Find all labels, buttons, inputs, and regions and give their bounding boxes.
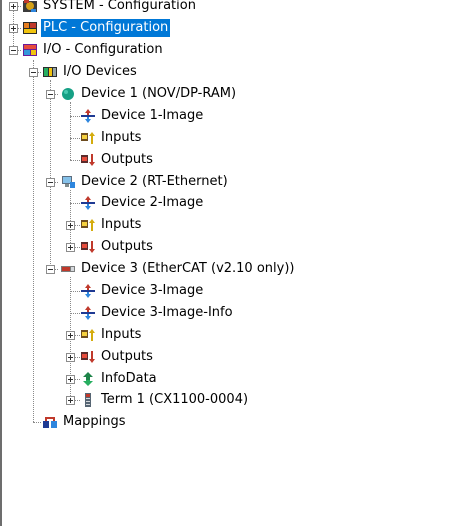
- tree-node-device2-outputs[interactable]: Outputs: [80, 238, 155, 256]
- collapse-toggle-device1[interactable]: [46, 90, 55, 99]
- tree-line: [70, 190, 71, 247]
- tree-node-device3[interactable]: Device 3 (EtherCAT (v2.10 only)): [60, 260, 296, 278]
- collapse-toggle-io-devices[interactable]: [29, 68, 38, 77]
- tree-node-label: Outputs: [101, 152, 153, 167]
- tree-node-label: Device 3 (EtherCAT (v2.10 only)): [81, 261, 295, 276]
- process-image-icon: [80, 283, 96, 299]
- tree-line: [70, 291, 80, 292]
- tree-node-device3-image-info[interactable]: Device 3-Image-Info: [80, 304, 235, 322]
- left-panel-border: [0, 0, 2, 526]
- tree-line: [70, 313, 80, 314]
- tree-node-device3-inputs[interactable]: Inputs: [80, 326, 143, 344]
- tree-node-plc[interactable]: PLC - Configuration: [22, 19, 171, 37]
- tree-node-device2-image[interactable]: Device 2-Image: [80, 194, 205, 212]
- tree-node-device1-inputs[interactable]: Inputs: [80, 129, 143, 147]
- tree-node-term1[interactable]: Term 1 (CX1100-0004): [80, 391, 250, 409]
- tree-line: [70, 160, 80, 161]
- tree-line: [74, 225, 80, 226]
- expand-toggle-plc[interactable]: [9, 24, 18, 33]
- tree-node-label: I/O - Configuration: [43, 42, 163, 57]
- tree-line: [50, 80, 51, 270]
- tree-node-mappings[interactable]: Mappings: [42, 413, 128, 431]
- tree-node-label: Device 3-Image: [101, 283, 204, 298]
- collapse-toggle-device3[interactable]: [46, 265, 55, 274]
- ethercat-device-icon: [60, 261, 76, 277]
- tree-node-label: PLC - Configuration: [41, 19, 171, 37]
- tree-node-label: Device 2 (RT-Ethernet): [81, 174, 228, 189]
- tree-line: [74, 247, 80, 248]
- expand-toggle-term1[interactable]: [66, 396, 75, 405]
- mappings-icon: [42, 414, 58, 430]
- outputs-icon: [80, 239, 96, 255]
- tree-node-device2-inputs[interactable]: Inputs: [80, 216, 143, 234]
- inputs-icon: [80, 327, 96, 343]
- io-config-icon: [22, 42, 38, 58]
- tree-node-label: SYSTEM - Configuration: [43, 0, 196, 13]
- tree-node-label: Device 2-Image: [101, 195, 204, 210]
- io-devices-icon: [42, 64, 58, 80]
- tree-node-label: Inputs: [101, 327, 142, 342]
- expand-toggle-device3-outputs[interactable]: [66, 353, 75, 362]
- tree-node-device3-image[interactable]: Device 3-Image: [80, 282, 205, 300]
- tree-line: [70, 102, 71, 160]
- process-image-icon: [80, 195, 96, 211]
- tree-line: [74, 335, 80, 336]
- inputs-icon: [80, 130, 96, 146]
- network-adapter-icon: [60, 174, 76, 190]
- tree-line: [74, 357, 80, 358]
- tree-node-label: Inputs: [101, 130, 142, 145]
- green-circle-device-icon: [60, 86, 76, 102]
- tree-node-label: Device 1 (NOV/DP-RAM): [81, 86, 237, 101]
- tree-node-device1-outputs[interactable]: Outputs: [80, 151, 155, 169]
- plc-config-icon: [22, 20, 38, 36]
- tree-node-io[interactable]: I/O - Configuration: [22, 41, 165, 59]
- system-config-icon: [22, 0, 38, 14]
- tree-node-label: Outputs: [101, 349, 153, 364]
- tree-node-label: InfoData: [101, 371, 157, 386]
- tree-line: [70, 138, 80, 139]
- tree-node-label: Outputs: [101, 239, 153, 254]
- expand-toggle-system[interactable]: [9, 2, 18, 11]
- tree-node-device1-image[interactable]: Device 1-Image: [80, 107, 205, 125]
- tree-node-label: I/O Devices: [63, 64, 137, 79]
- tree-node-label: Device 3-Image-Info: [101, 305, 233, 320]
- process-image-icon: [80, 108, 96, 124]
- tree-node-label: Device 1-Image: [101, 108, 204, 123]
- expand-toggle-device2-inputs[interactable]: [66, 221, 75, 230]
- collapse-toggle-io[interactable]: [9, 46, 18, 55]
- tree-node-device1[interactable]: Device 1 (NOV/DP-RAM): [60, 85, 238, 103]
- tree-line: [74, 379, 80, 380]
- outputs-icon: [80, 349, 96, 365]
- tree-node-io-devices[interactable]: I/O Devices: [42, 63, 139, 81]
- tree-node-label: Mappings: [63, 414, 126, 429]
- inputs-icon: [80, 217, 96, 233]
- tree-node-label: Inputs: [101, 217, 142, 232]
- collapse-toggle-device2[interactable]: [46, 178, 55, 187]
- terminal-icon: [80, 392, 96, 408]
- tree-line: [70, 203, 80, 204]
- process-image-icon: [80, 305, 96, 321]
- expand-toggle-device3-infodata[interactable]: [66, 375, 75, 384]
- expand-toggle-device3-inputs[interactable]: [66, 331, 75, 340]
- tree-node-device3-outputs[interactable]: Outputs: [80, 348, 155, 366]
- outputs-icon: [80, 152, 96, 168]
- tree-line: [33, 422, 41, 423]
- tree-node-device3-infodata[interactable]: InfoData: [80, 370, 159, 388]
- tree-node-device2[interactable]: Device 2 (RT-Ethernet): [60, 173, 230, 191]
- tree-node-label: Term 1 (CX1100-0004): [101, 392, 249, 407]
- expand-toggle-device2-outputs[interactable]: [66, 243, 75, 252]
- tree-line: [33, 60, 34, 422]
- tree-line: [74, 400, 80, 401]
- tree-node-system[interactable]: SYSTEM - Configuration: [22, 0, 198, 15]
- tree-line: [70, 116, 80, 117]
- infodata-icon: [80, 371, 96, 387]
